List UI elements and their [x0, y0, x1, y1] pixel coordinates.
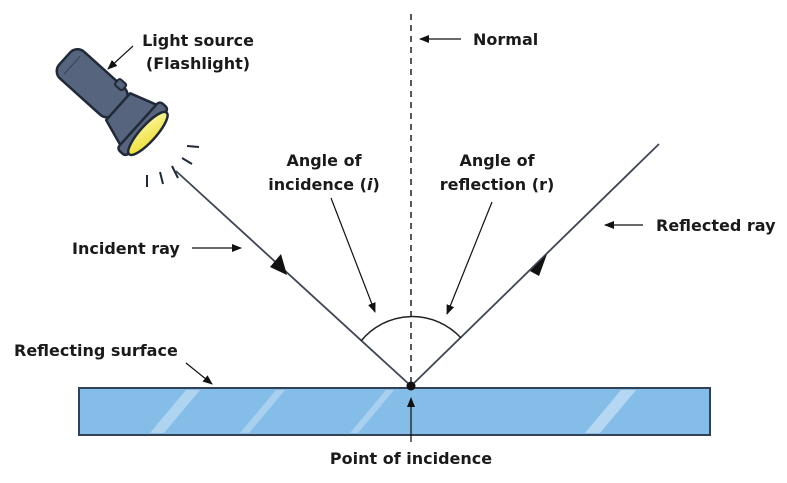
reflected-ray-arrowhead: [530, 254, 547, 276]
point-of-incidence-label: Point of incidence: [330, 449, 492, 468]
light-source-pointer: [107, 45, 134, 70]
point-of-incidence-dot: [406, 381, 416, 391]
reflecting-surface-label: Reflecting surface: [14, 341, 178, 360]
reflected-ray-line: [410, 143, 660, 387]
incident-ray-line: [175, 170, 412, 387]
angle-reflection-pointer: [446, 201, 493, 315]
reflected-ray-label: Reflected ray: [656, 216, 776, 235]
flashlight-icon: [55, 48, 200, 187]
incident-ray-label: Incident ray: [72, 239, 180, 258]
light-source-sublabel: (Flashlight): [146, 54, 250, 73]
reflecting-surface: [78, 387, 711, 436]
light-source-label: Light source: [142, 31, 254, 50]
normal-label: Normal: [473, 30, 538, 49]
reflecting-surface-pointer: [185, 362, 213, 385]
angle-reflection-label-line2: reflection (r): [440, 175, 555, 194]
angle-arc: [360, 315, 462, 342]
angle-reflection-label-line1: Angle of: [459, 151, 535, 170]
angle-incidence-label-line1: Angle of: [286, 151, 362, 170]
incident-ray-arrowhead: [270, 254, 287, 275]
angle-incidence-pointer: [330, 197, 376, 313]
angle-incidence-label-line2: incidence (i): [268, 175, 380, 194]
